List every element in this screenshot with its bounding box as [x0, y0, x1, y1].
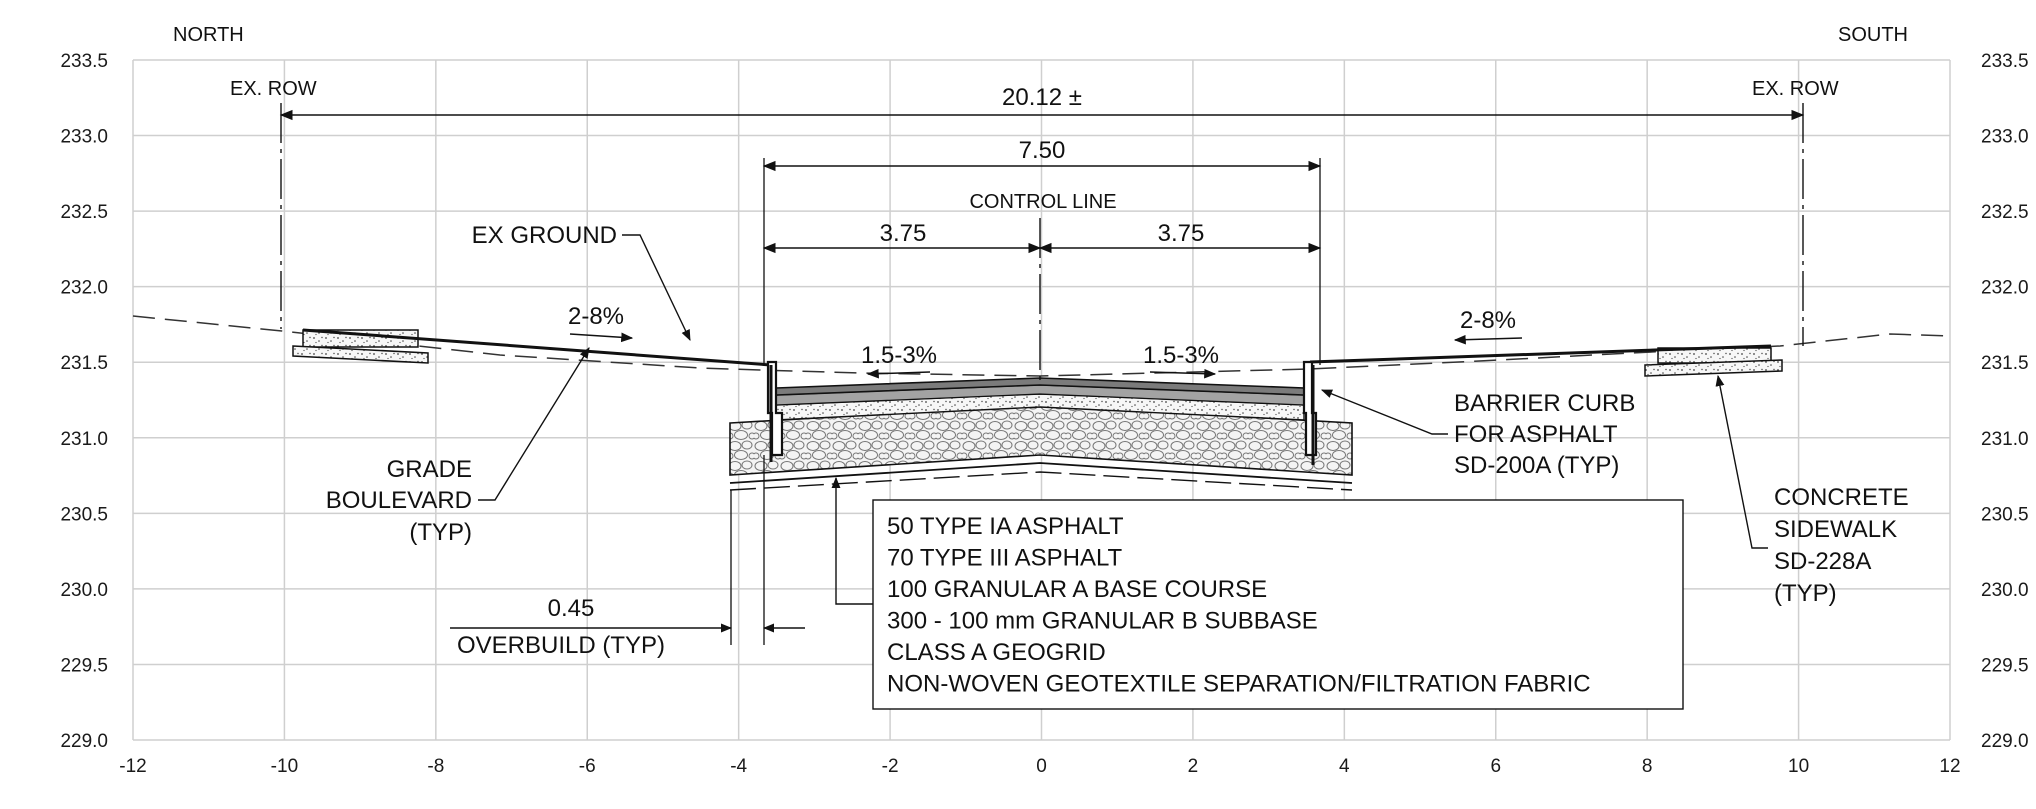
- y-tick-label-right: 233.0: [1981, 127, 2029, 148]
- left-barrier-curb: [766, 360, 784, 462]
- x-tick-label: 2: [1188, 756, 1199, 777]
- row-width-dimension: 20.12 ± EX. ROW EX. ROW: [230, 78, 1839, 121]
- x-tick-label: -8: [427, 756, 444, 777]
- concrete-sidewalk-note: CONCRETE SIDEWALK SD-228A (TYP): [1715, 374, 1909, 607]
- slope-lane-arrow-right: [1149, 368, 1217, 379]
- half-width-left-value: 3.75: [880, 220, 927, 247]
- x-axis: -12 -10 -8 -6 -4 -2 0 2 4 6 8 10 12: [119, 756, 1960, 777]
- right-boulevard-grade: [1309, 344, 1772, 364]
- overbuild-dimension: 0.45 OVERBUILD (TYP): [450, 455, 805, 659]
- x-tick-label: -10: [271, 756, 298, 777]
- slope-boulevard-right: 2-8%: [1460, 307, 1516, 334]
- y-tick-label-left: 230.0: [60, 580, 108, 601]
- y-tick-label-right: 232.5: [1981, 202, 2029, 223]
- x-tick-label: 6: [1490, 756, 1501, 777]
- pavement-structure-item: NON-WOVEN GEOTEXTILE SEPARATION/FILTRATI…: [887, 671, 1591, 698]
- y-tick-label-right: 229.5: [1981, 655, 2029, 676]
- slope-boulevard-left: 2-8%: [568, 303, 624, 330]
- pavement-structure-leader: [831, 476, 873, 605]
- x-tick-label: -12: [119, 756, 146, 777]
- y-tick-label-left: 229.0: [60, 731, 108, 752]
- x-tick-label: -2: [882, 756, 899, 777]
- slope-lane-right: 1.5-3%: [1143, 342, 1219, 369]
- y-tick-label-left: 232.5: [60, 202, 108, 223]
- left-sidewalk: [292, 329, 429, 364]
- x-tick-label: 8: [1642, 756, 1653, 777]
- y-tick-label-left: 232.0: [60, 278, 108, 299]
- right-barrier-curb: [1302, 360, 1318, 465]
- y-tick-label-left: 231.0: [60, 429, 108, 450]
- grade-boulevard-line-3: (TYP): [409, 519, 472, 546]
- slope-arrow-left: [569, 332, 634, 343]
- pavement-structure-item: 50 TYPE IA ASPHALT: [887, 513, 1124, 540]
- sidewalk-line-2: SIDEWALK: [1774, 516, 1897, 543]
- x-tick-label: 0: [1036, 756, 1047, 777]
- x-tick-label: -6: [579, 756, 596, 777]
- right-sidewalk: [1644, 347, 1783, 377]
- ex-ground-label: EX GROUND: [472, 222, 617, 249]
- y-tick-label-right: 233.5: [1981, 51, 2029, 72]
- pavement-width-value: 7.50: [1019, 137, 1066, 164]
- overbuild-label: OVERBUILD (TYP): [457, 632, 665, 659]
- y-tick-label-left: 229.5: [60, 655, 108, 676]
- row-width-value: 20.12 ±: [1002, 84, 1082, 111]
- geogrid-line: [729, 462, 1353, 484]
- barrier-curb-note: BARRIER CURB FOR ASPHALT SD-200A (TYP): [1320, 389, 1635, 479]
- barrier-curb-line-3: SD-200A (TYP): [1454, 452, 1619, 479]
- control-line-label: CONTROL LINE: [969, 191, 1116, 213]
- pavement-structure-item: CLASS A GEOGRID: [887, 639, 1106, 666]
- barrier-curb-line-1: BARRIER CURB: [1454, 390, 1635, 417]
- pavement-structure-note: 50 TYPE IA ASPHALT 70 TYPE III ASPHALT 100…: [831, 476, 1684, 710]
- x-tick-label: 10: [1788, 756, 1809, 777]
- x-tick-label: -4: [730, 756, 747, 777]
- barrier-curb-line-2: FOR ASPHALT: [1454, 421, 1618, 448]
- ex-ground-leader: [622, 234, 691, 342]
- sidewalk-line-3: SD-228A: [1774, 548, 1871, 575]
- pavement-structure-box: [872, 499, 1684, 710]
- y-tick-label-left: 233.5: [60, 51, 108, 72]
- y-axis-left: 233.5 233.0 232.5 232.0 231.5 231.0 230.5 230.0…: [60, 51, 108, 752]
- pavement-structure-item: 70 TYPE III ASPHALT: [887, 545, 1123, 572]
- y-tick-label-right: 232.0: [1981, 278, 2029, 299]
- north-label: NORTH: [173, 24, 244, 46]
- slope-lane-left: 1.5-3%: [861, 342, 937, 369]
- pavement-structure-item: 100 GRANULAR A BASE COURSE: [887, 576, 1267, 603]
- pavement-width-dimension: 7.50 3.75 3.75: [762, 137, 1322, 365]
- y-tick-label-right: 231.0: [1981, 429, 2029, 450]
- x-tick-label: 12: [1939, 756, 1960, 777]
- left-boulevard-grade: [302, 328, 772, 367]
- pavement-structure-item: 300 - 100 mm GRANULAR B SUBBASE: [887, 608, 1318, 635]
- y-tick-label-left: 231.5: [60, 353, 108, 374]
- grade-boulevard-note: GRADE BOULEVARD (TYP): [326, 347, 590, 546]
- y-tick-label-right: 230.5: [1981, 504, 2029, 525]
- sidewalk-line-1: CONCRETE: [1774, 484, 1909, 511]
- south-label: SOUTH: [1838, 24, 1908, 46]
- y-tick-label-right: 231.5: [1981, 353, 2029, 374]
- y-axis-right: 233.5 233.0 232.5 232.0 231.5 231.0 230.5 230.0…: [1981, 51, 2029, 752]
- ex-row-right-label: EX. ROW: [1752, 78, 1839, 100]
- slope-lane-arrow-left: [866, 368, 931, 379]
- overbuild-value: 0.45: [548, 595, 595, 622]
- slope-arrow-right: [1453, 334, 1523, 345]
- sidewalk-line-4: (TYP): [1774, 580, 1837, 607]
- half-width-right-value: 3.75: [1158, 220, 1205, 247]
- x-tick-label: 4: [1339, 756, 1350, 777]
- grade-boulevard-line-1: GRADE: [387, 456, 472, 483]
- grade-boulevard-line-2: BOULEVARD: [326, 487, 472, 514]
- y-tick-label-right: 229.0: [1981, 731, 2029, 752]
- ex-row-left-label: EX. ROW: [230, 78, 317, 100]
- y-tick-label-left: 230.5: [60, 504, 108, 525]
- y-tick-label-right: 230.0: [1981, 580, 2029, 601]
- y-tick-label-left: 233.0: [60, 127, 108, 148]
